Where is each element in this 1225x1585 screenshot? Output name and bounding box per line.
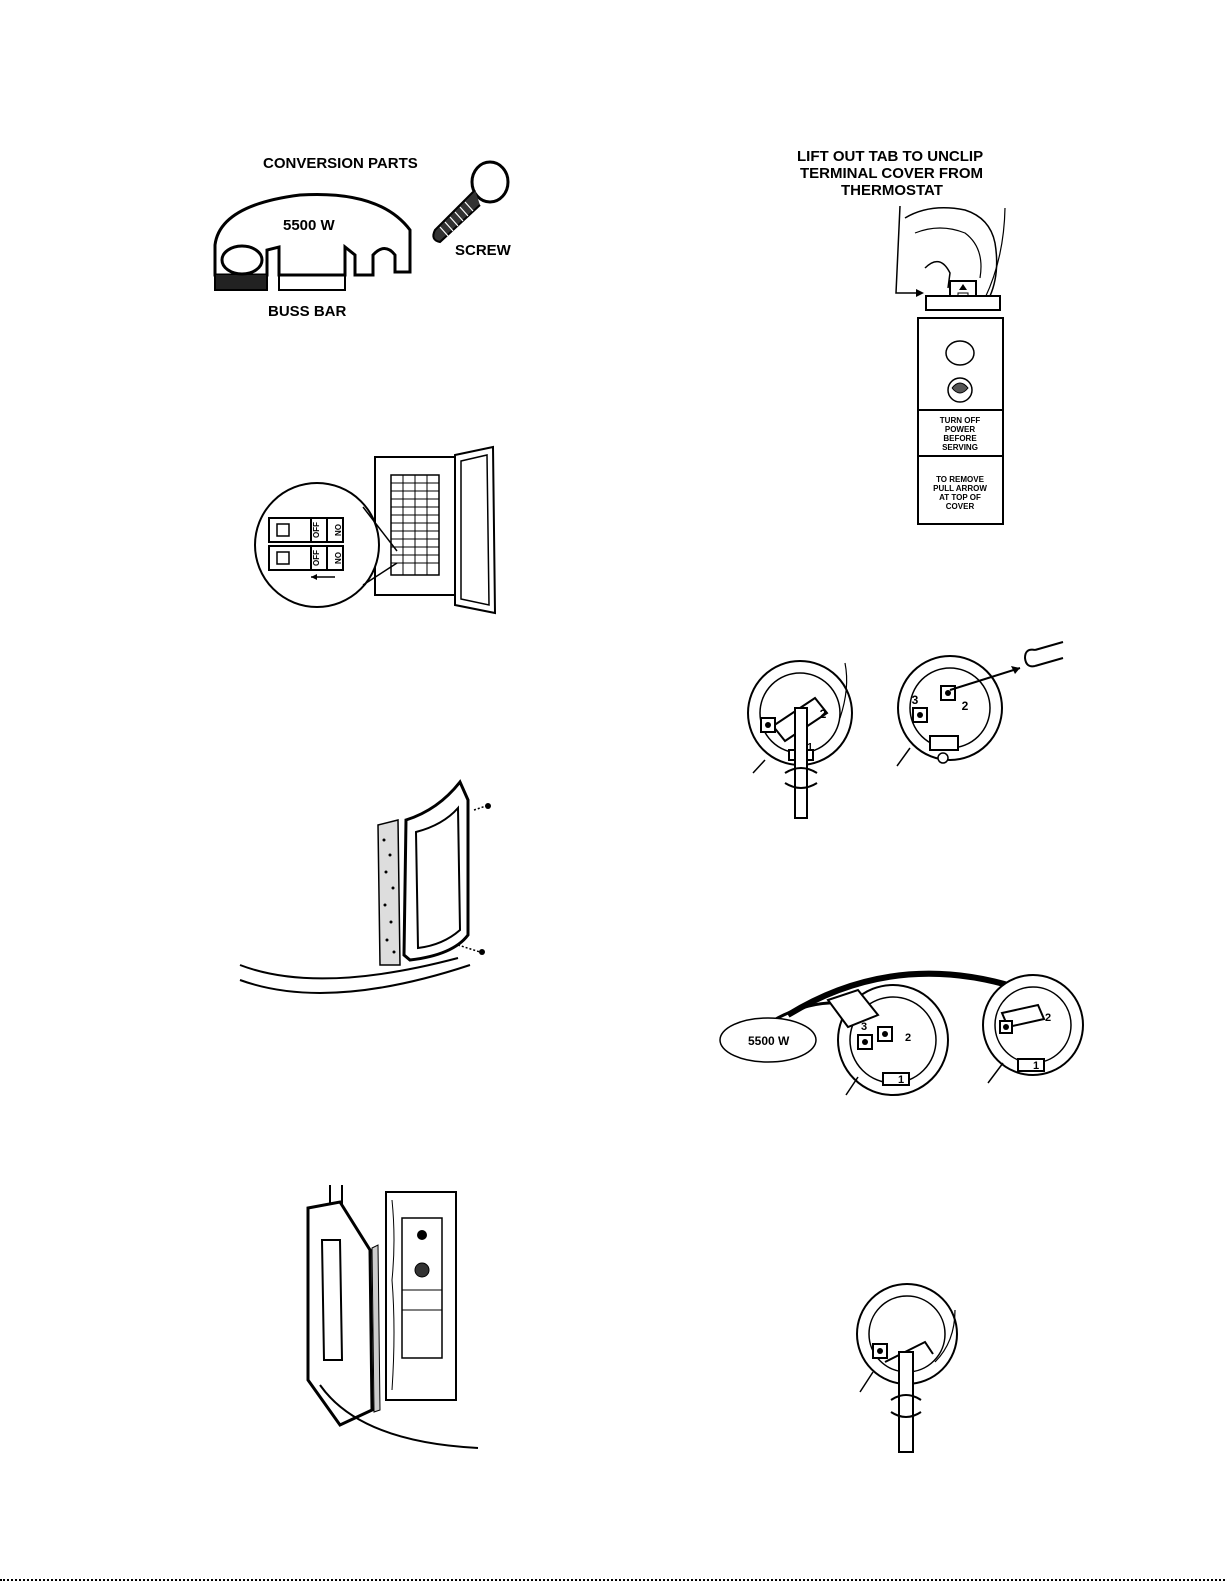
- access-door-illustration: [238, 780, 493, 1005]
- right-element-terminal-3: 3: [912, 693, 919, 707]
- left-element-terminal-3: 2: [820, 707, 827, 721]
- tighten-terminal-illustration: [855, 1282, 975, 1452]
- insulation-access-illustration: [300, 1180, 480, 1450]
- warn-line-2: POWER: [945, 425, 975, 434]
- left-element-terminal-2: 1: [807, 742, 813, 753]
- left-element-terminal-1: 1: [898, 1074, 904, 1086]
- thermostat-cover-figure: LIFT OUT TAB TO UNCLIP TERMINAL COVER FR…: [790, 148, 1040, 528]
- left-element-terminal-2b: 2: [905, 1032, 911, 1044]
- thermostat-cover-illustration: TURN OFF POWER BEFORE SERVING TO REMOVE …: [790, 148, 1040, 528]
- tighten-terminal-figure: [855, 1282, 975, 1452]
- insulation-access-figure: [300, 1180, 480, 1450]
- bottom-border: [0, 1579, 1225, 1581]
- screw-label: SCREW: [455, 242, 511, 259]
- right-element-terminal-2b: 2: [1045, 1012, 1051, 1024]
- right-element-terminal-1b: 1: [1033, 1060, 1039, 1072]
- warn-line-1: TURN OFF: [940, 416, 981, 425]
- element-terminal-illustration: 1 2 3 2: [745, 638, 1065, 818]
- element-terminal-figure: 1 2 3 2: [745, 638, 1065, 818]
- access-door-figure: [238, 780, 493, 1005]
- warn-line-3: BEFORE: [943, 434, 977, 443]
- remove-line-2: PULL ARROW: [933, 484, 987, 493]
- buss-bar-install-illustration: 1 2 3 2 1: [718, 955, 1088, 1105]
- breaker-on-label-2: ON: [333, 552, 342, 564]
- warn-line-4: SERVING: [942, 443, 978, 452]
- breaker-panel-figure: OFF ON OFF ON: [255, 445, 505, 620]
- breaker-off-label-1: OFF: [312, 522, 321, 538]
- buss-bar-install-figure: 1 2 3 2 1 5500 W: [718, 955, 1088, 1105]
- breaker-panel-illustration: OFF ON OFF ON: [255, 445, 505, 620]
- remove-line-4: COVER: [946, 502, 975, 511]
- buss-bar-label: BUSS BAR: [268, 303, 346, 320]
- remove-line-1: TO REMOVE: [936, 475, 985, 484]
- buss-bar-bubble-label: 5500 W: [748, 1034, 789, 1048]
- left-element-terminal-3b: 3: [861, 1021, 867, 1033]
- breaker-off-label-2: OFF: [312, 550, 321, 566]
- conversion-parts-figure: CONVERSION PARTS 5500 W SCREW BUSS BAR: [205, 150, 535, 325]
- remove-line-3: AT TOP OF: [939, 493, 981, 502]
- buss-bar-wattage: 5500 W: [283, 217, 335, 234]
- right-element-terminal-2: 2: [962, 699, 969, 713]
- buss-bar-illustration: [205, 150, 535, 325]
- breaker-on-label-1: ON: [333, 524, 342, 536]
